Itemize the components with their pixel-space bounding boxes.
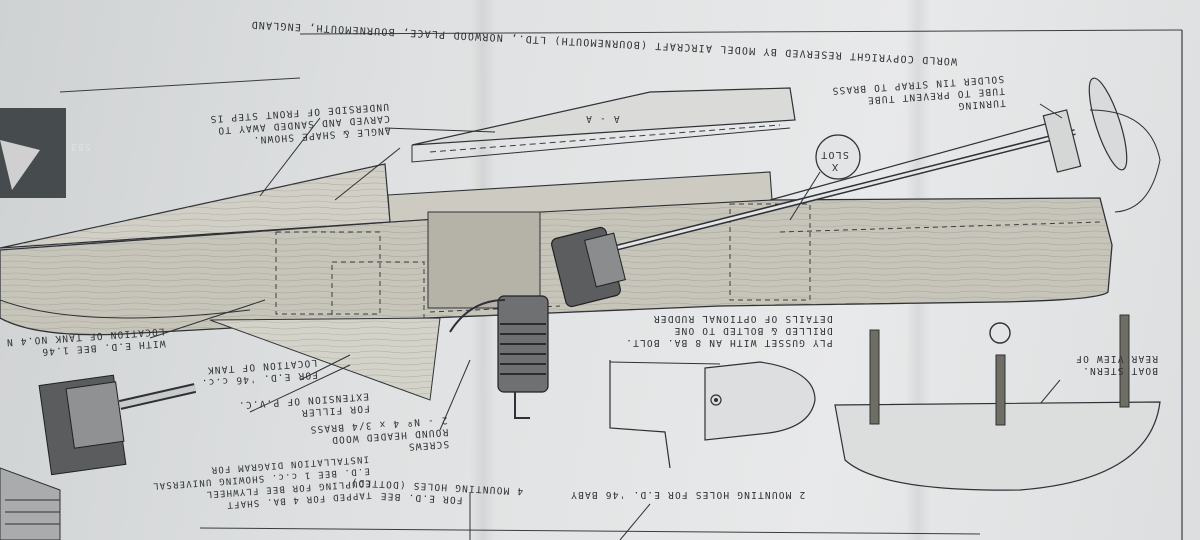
hull-side-view <box>0 163 1113 355</box>
lower-hull-section <box>209 317 441 401</box>
section-a-a-label: A - A <box>585 113 620 124</box>
rudder-detail <box>609 360 816 469</box>
engine <box>449 226 626 419</box>
motor-mount <box>427 211 541 309</box>
sheet-border-left <box>59 77 301 93</box>
prop-shaft <box>559 77 1161 265</box>
sheet-border-top <box>299 29 1183 35</box>
rudder-blade <box>704 361 816 441</box>
rudder-note: PLY GUSSET WITH AN 8 BA. BOLT. DRILLED &… <box>625 313 833 348</box>
installation-diagram <box>0 108 197 540</box>
propeller <box>1088 77 1128 171</box>
rear-view-note: BOAT STERN. REAR VIEW OF <box>1075 353 1159 376</box>
sheet-border-bottom <box>199 527 981 535</box>
mounting-ed-note: 2 MOUNTING HOLES FOR E.D. '46 BABY <box>570 489 806 500</box>
corner-code: 583 <box>70 141 91 152</box>
deck-block <box>387 171 773 223</box>
stern-rear-view <box>834 314 1161 491</box>
slot-circle <box>815 134 861 180</box>
section-a-a <box>411 87 796 163</box>
slot-label: X SLOT <box>820 149 849 172</box>
